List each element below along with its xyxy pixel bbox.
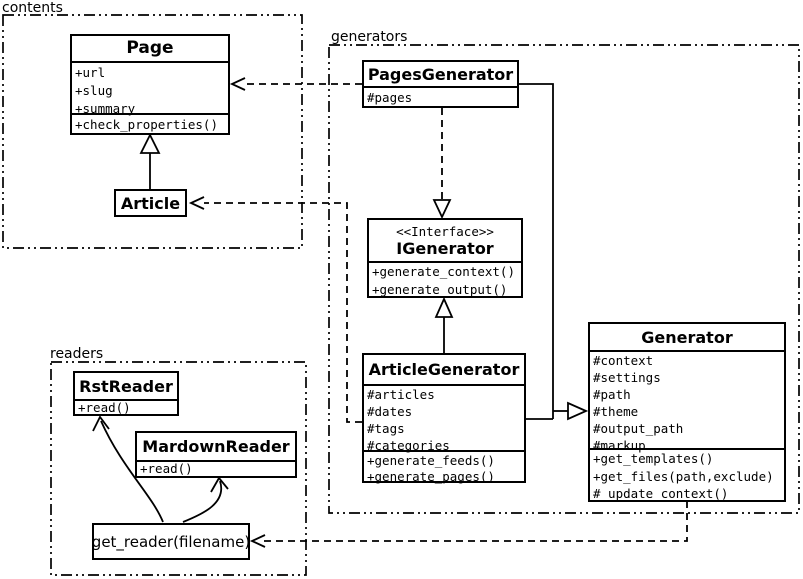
generalization-article-to-page	[139, 132, 161, 189]
generators-package-frame	[328, 44, 800, 514]
method: +check_properties()	[75, 116, 218, 132]
arrow-getreader-to-mardownreader	[182, 476, 229, 523]
class-title: Page	[126, 38, 174, 59]
attribute: #articles	[367, 387, 435, 402]
class-name: IGenerator	[396, 238, 494, 258]
class-box-page: Page +url +slug +summary +check_properti…	[70, 34, 230, 135]
class-title: <<Interface>> IGenerator	[369, 220, 521, 261]
methods-compartment: +check_properties()	[72, 112, 228, 133]
readers-package-frame	[50, 361, 307, 576]
methods-compartment: +generate_feeds() +generate_pages()	[364, 450, 524, 484]
method: +read()	[78, 401, 131, 415]
class-box-generator: Generator #context #settings #path #them…	[588, 322, 786, 502]
methods-compartment: +read()	[137, 460, 295, 476]
method: +generate_feeds()	[367, 453, 495, 468]
class-box-igenerator: <<Interface>> IGenerator +generate_conte…	[367, 218, 523, 298]
generalization-articlegenerator-to-igenerator	[434, 296, 454, 353]
dependency-pagesgenerator-to-page	[229, 77, 362, 91]
attribute: #theme	[593, 404, 639, 419]
method: +read()	[140, 462, 193, 476]
class-title: Article	[120, 193, 181, 213]
method: +generate_context()	[372, 264, 515, 279]
attribute: #pages	[367, 90, 413, 105]
attributes-compartment: #articles #dates #tags #categories	[364, 384, 524, 453]
attribute: #tags	[367, 421, 405, 436]
method: +get_files(path,exclude)	[593, 468, 774, 484]
generalization-generators-to-generator	[518, 83, 589, 421]
class-box-rstreader: RstReader +read()	[73, 371, 179, 416]
class-title: ArticleGenerator	[368, 360, 520, 379]
attribute: #settings	[593, 370, 661, 385]
method: +generate_pages()	[367, 469, 495, 484]
arrow-getreader-to-rstreader	[92, 415, 164, 523]
attribute: +url	[75, 64, 106, 80]
class-box-article: Article	[114, 189, 187, 217]
method: #_update_context()	[593, 486, 729, 501]
methods-compartment: +get_templates() +get_files(path,exclude…	[590, 448, 784, 501]
class-box-pagesgenerator: PagesGenerator #pages	[362, 60, 519, 108]
attribute: #context	[593, 353, 654, 368]
attribute: #dates	[367, 404, 413, 419]
attributes-compartment: +url +slug +summary	[72, 60, 228, 116]
class-title: Generator	[641, 327, 733, 347]
class-box-articlegenerator: ArticleGenerator #articles #dates #tags …	[362, 353, 526, 484]
class-title: PagesGenerator	[367, 64, 514, 84]
method: +generate_output()	[372, 281, 508, 297]
stereotype: <<Interface>>	[396, 223, 494, 239]
method: +get_templates()	[593, 451, 714, 466]
generators-package-label: generators	[331, 29, 408, 45]
attributes-compartment: #context #settings #path #theme #output_…	[590, 350, 784, 453]
attributes-compartment: #pages	[364, 86, 517, 106]
realization-pagesgenerator-to-igenerator	[432, 108, 452, 220]
attribute: +slug	[75, 82, 113, 98]
class-title: MardownReader	[142, 437, 290, 456]
dependency-articlegenerator-to-article	[188, 196, 362, 423]
contents-package-label: contents	[2, 0, 63, 16]
readers-package-label: readers	[50, 346, 104, 362]
dependency-generator-to-getreader	[249, 501, 688, 548]
class-box-mardownreader: MardownReader +read()	[135, 431, 297, 478]
attribute: #path	[593, 387, 631, 402]
class-title: RstReader	[79, 376, 173, 396]
attribute: #categories	[367, 438, 450, 453]
methods-compartment: +read()	[75, 399, 177, 415]
methods-compartment: +generate_context() +generate_output()	[369, 261, 521, 297]
contents-package-frame	[2, 14, 303, 249]
attribute: +summary	[75, 100, 136, 116]
attribute: #output_path	[593, 421, 684, 436]
function-box-get-reader: get_reader(filename)	[92, 523, 250, 560]
